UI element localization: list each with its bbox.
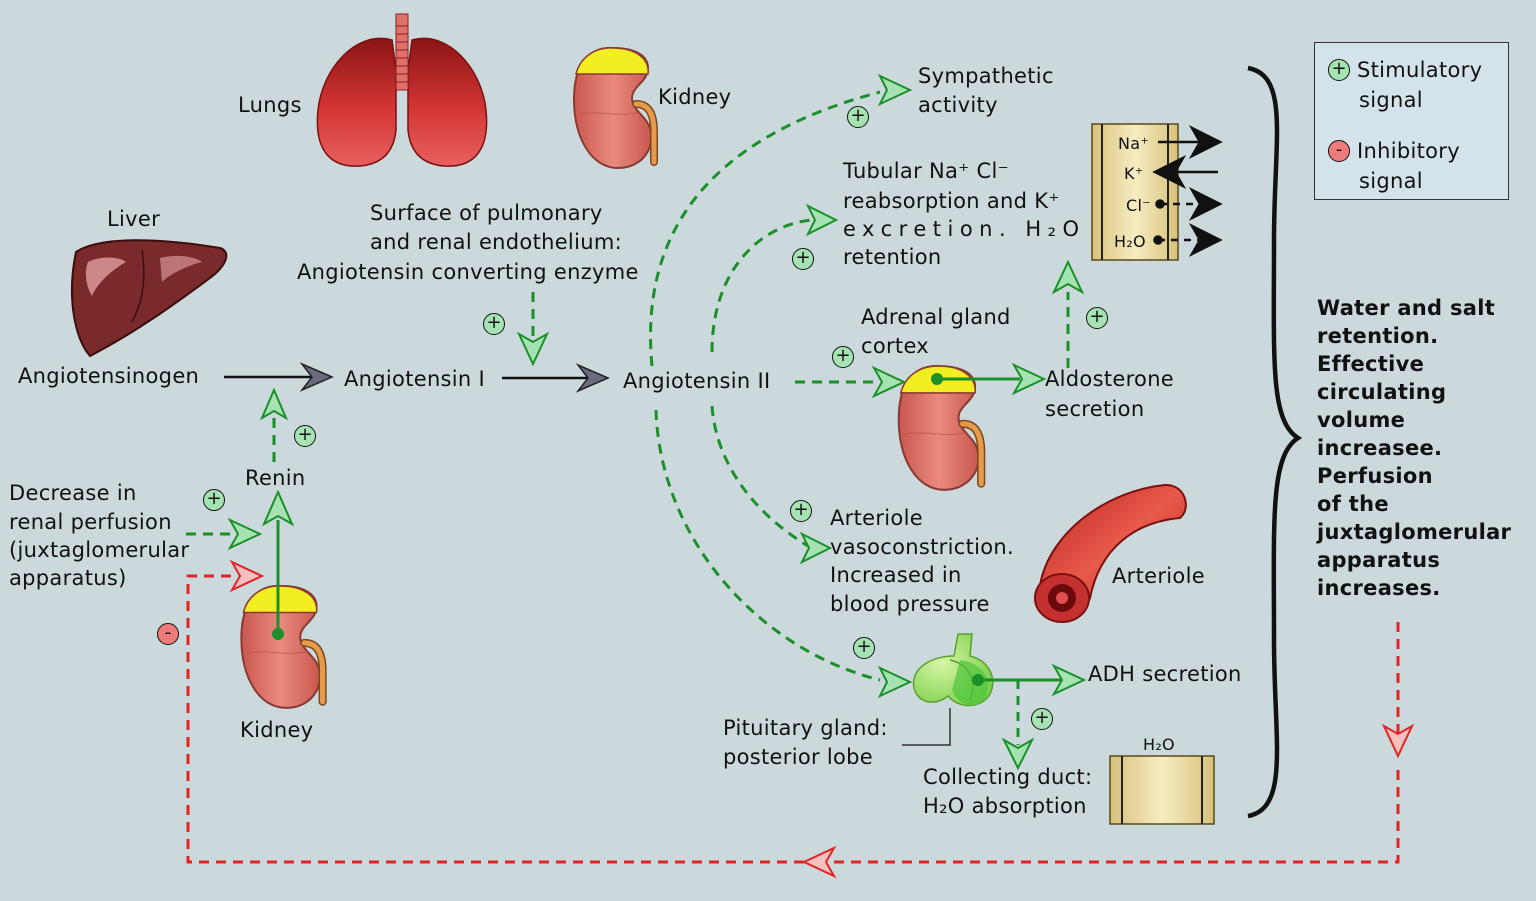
outcome-line2: retention. — [1317, 324, 1439, 348]
kidney-bottom-label: Kidney — [240, 718, 314, 742]
outcome-line4: circulating — [1317, 380, 1447, 404]
ace-note-line1: Surface of pulmonary — [370, 201, 603, 225]
pituitary-line2: posterior lobe — [723, 745, 874, 769]
stim-sign-ace: + — [483, 313, 505, 335]
legend-box: + Stimulatory signal - Inhibitory signal — [1314, 42, 1509, 200]
pituitary-leader — [902, 708, 951, 746]
stimulus-line2: renal perfusion — [9, 510, 172, 534]
stim-sign-aldosterone: + — [1086, 307, 1108, 329]
tubular-line1: Tubular Na⁺ Cl⁻ — [843, 159, 1010, 183]
outcome-line1: Water and salt — [1317, 296, 1496, 320]
stim-sign-renin: + — [294, 425, 316, 447]
legend-minus-icon: - — [1328, 140, 1350, 162]
renin-label: Renin — [245, 466, 306, 490]
collecting-duct-graphic — [1109, 755, 1215, 825]
stimulus-line1: Decrease in — [9, 481, 137, 505]
kidney-bottom-icon — [241, 586, 322, 708]
pituitary-icon — [912, 633, 994, 707]
collecting-line2: H₂O absorption — [923, 794, 1087, 818]
stim-sign-arteriole: + — [790, 500, 812, 522]
summary-brace — [1247, 65, 1303, 819]
stim-sign-sympathetic: + — [847, 106, 869, 128]
outcome-line8: of the — [1317, 492, 1389, 516]
sympathetic-line2: activity — [918, 93, 998, 117]
legend-stim-line1: Stimulatory — [1357, 58, 1483, 82]
sympathetic-line1: Sympathetic — [918, 64, 1054, 88]
ace-note-line3: Angiotensin converting enzyme — [297, 260, 639, 284]
arteriole-effect-line3: Increased in — [830, 563, 962, 587]
tubular-line3: excretion. H₂O — [843, 217, 1086, 241]
outcome-line10: apparatus — [1317, 548, 1441, 572]
angiotensin-2-label: Angiotensin II — [623, 369, 771, 393]
duct-h2o-label: H₂O — [1143, 735, 1175, 754]
tubule-cell-graphic — [1091, 123, 1179, 261]
kidney-top-icon — [574, 48, 654, 168]
legend-inhib-line1: Inhibitory — [1357, 139, 1460, 163]
liver-label: Liver — [107, 207, 161, 231]
arteriole-label: Arteriole — [1112, 564, 1205, 588]
outcome-line9: juxtaglomerular — [1317, 520, 1512, 544]
stim-sign-stimulus: + — [203, 489, 225, 511]
dashed-green-links — [186, 90, 1070, 682]
stim-sign-pituitary: + — [853, 637, 875, 659]
collecting-line1: Collecting duct: — [923, 765, 1093, 789]
legend-stim-line2: signal — [1359, 88, 1423, 112]
ion-arrows — [1152, 125, 1223, 257]
outcome-line6: increasee. — [1317, 436, 1443, 460]
outcome-line5: volume — [1317, 408, 1406, 432]
arteriole-vessel-icon — [1034, 483, 1187, 623]
kidney-top-label: Kidney — [658, 85, 732, 109]
ace-note-line2: and renal endothelium: — [370, 230, 622, 254]
stim-sign-tubular: + — [792, 248, 814, 270]
solid-green-links — [276, 377, 1062, 745]
ion-h2o-label: H₂O — [1114, 232, 1146, 251]
stim-sign-collecting: + — [1031, 708, 1053, 730]
arteriole-effect-line4: blood pressure — [830, 592, 990, 616]
outcome-line7: Perfusion — [1317, 464, 1433, 488]
legend-inhib-line2: signal — [1359, 169, 1423, 193]
tubular-line2: reabsorption and K⁺ — [843, 189, 1060, 213]
ion-na-label: Na⁺ — [1118, 134, 1150, 153]
aldosterone-line2: secretion — [1045, 397, 1145, 421]
aldosterone-line1: Aldosterone — [1045, 367, 1175, 391]
green-dots — [272, 373, 984, 686]
lungs-icon — [316, 13, 488, 167]
red-arrowheads — [229, 559, 1415, 879]
adrenal-line2: cortex — [861, 334, 930, 358]
arteriole-effect-line2: vasoconstriction. — [830, 535, 1014, 559]
tubular-line4: retention — [843, 245, 942, 269]
stimulus-line4: apparatus) — [9, 566, 127, 590]
inhibitory-feedback-loop — [186, 574, 1400, 864]
ion-cl-label: Cl⁻ — [1126, 196, 1151, 215]
pituitary-line1: Pituitary gland: — [723, 716, 888, 740]
stimulus-line3: (juxtaglomerular — [9, 538, 190, 562]
ion-k-label: K⁺ — [1124, 164, 1144, 183]
adrenal-line1: Adrenal gland — [861, 305, 1011, 329]
outcome-line3: Effective — [1317, 352, 1425, 376]
stim-sign-adrenal: + — [832, 346, 854, 368]
legend-plus-icon: + — [1328, 59, 1350, 81]
arteriole-effect-line1: Arteriole — [830, 506, 923, 530]
liver-icon — [70, 239, 228, 358]
kidney-adrenal-icon — [899, 366, 981, 490]
green-arrowheads — [227, 73, 1087, 771]
outcome-line11: increases. — [1317, 576, 1441, 600]
angiotensinogen-label: Angiotensinogen — [18, 364, 200, 388]
adh-label: ADH secretion — [1088, 662, 1242, 686]
angiotensin-1-label: Angiotensin I — [344, 367, 486, 391]
main-pathway-arrows — [224, 362, 610, 393]
lungs-label: Lungs — [238, 93, 302, 117]
inhib-sign-feedback: - — [157, 623, 179, 645]
